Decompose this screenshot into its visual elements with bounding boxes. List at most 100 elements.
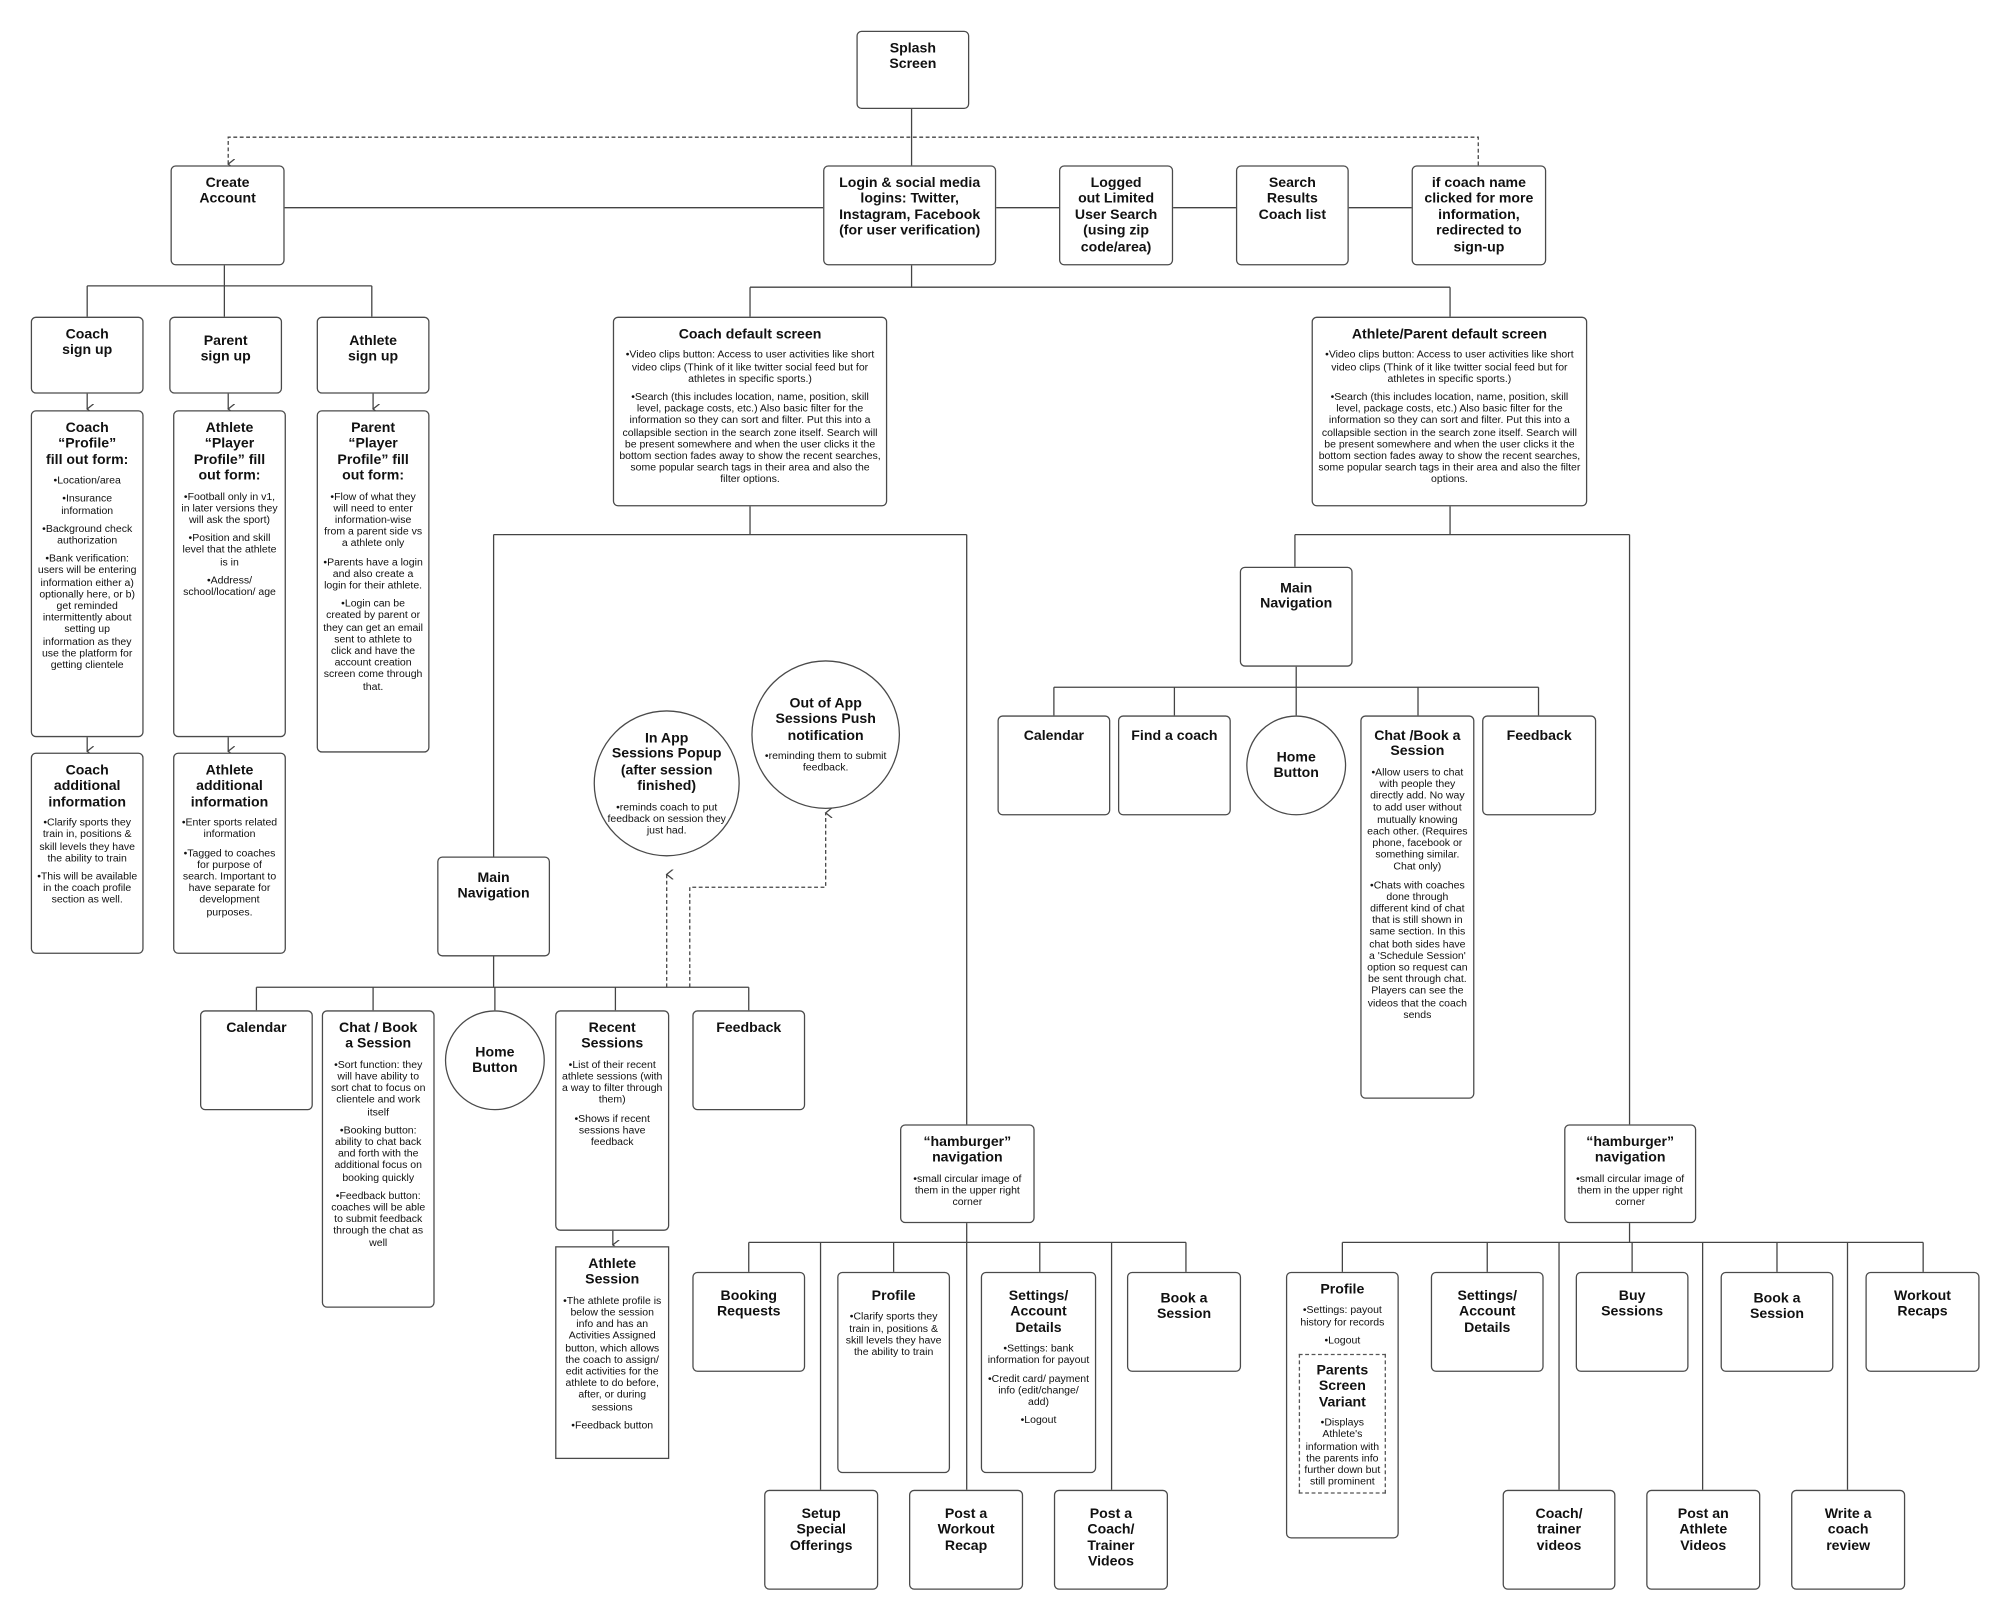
bullet-text: This will be available in the coach prof… xyxy=(37,871,137,906)
bullet-list: small circular image of them in the uppe… xyxy=(906,1173,1028,1208)
node-title: Write a coach review xyxy=(1824,1506,1872,1554)
coach-additional-info-node: Coach additional informationClarify spor… xyxy=(30,752,144,954)
node-title: Main Navigation xyxy=(1260,580,1333,613)
node-title: Calendar xyxy=(226,1020,287,1036)
bullet-text: reminding them to submit feedback. xyxy=(760,750,891,774)
node-title: Home Button xyxy=(472,1044,518,1076)
node-title: Calendar xyxy=(1023,728,1085,744)
ap-hamburger-navigation-node: “hamburger” navigationsmall circular ima… xyxy=(1564,1124,1697,1224)
athlete-profile-form-node: Athlete “Player Profile” fill out form: F… xyxy=(173,410,286,738)
node-title: Setup Special Offerings xyxy=(789,1506,853,1554)
ap-settings-node: Settings/ Account Details xyxy=(1430,1271,1544,1372)
node-title: Buy Sessions xyxy=(1601,1288,1664,1320)
node-title: Post a Workout Recap xyxy=(937,1506,995,1554)
bullet-list: Football only in v1, in later versions t… xyxy=(179,491,279,598)
bullet-list: Video clips button: Access to user activ… xyxy=(619,349,881,485)
bullet-list: Clarify sports they train in, positions … xyxy=(37,817,137,906)
bullet-list: Displays Athlete's information with the … xyxy=(1303,1417,1382,1488)
search-results-node: Search Results Coach list xyxy=(1235,165,1349,266)
bullet-text: Football only in v1, in later versions t… xyxy=(179,491,279,526)
node-title: “hamburger” navigation xyxy=(1586,1134,1675,1166)
node-title: Coach sign up xyxy=(62,326,113,359)
parent-profile-form-node: Parent “Player Profile” fill out form: Fl… xyxy=(316,410,430,753)
login-node: Login & social media logins: Twitter, In… xyxy=(823,165,997,266)
node-title: Settings/ Account Details xyxy=(1457,1288,1518,1336)
node-title: Feedback xyxy=(1506,728,1572,744)
athlete-session-node: Athlete SessionThe athlete profile is be… xyxy=(555,1246,670,1460)
node-title: In App Sessions Popup (after session fin… xyxy=(611,730,722,794)
bullet-text: Parents have a login and also create a l… xyxy=(323,556,423,591)
write-coach-review-node: Write a coach review xyxy=(1791,1489,1906,1590)
bullet-list: Clarify sports they train in, positions … xyxy=(844,1311,944,1358)
coach-profile-form-node: Coach “Profile” fill out form:Location/a… xyxy=(30,410,144,738)
ap-home-button-node: Home Button xyxy=(1246,715,1347,816)
node-title: Login & social media logins: Twitter, In… xyxy=(839,175,981,239)
bullet-list: Enter sports related informationTagged t… xyxy=(179,817,279,918)
node-title: Coach additional information xyxy=(48,762,126,811)
node-title: Find a coach xyxy=(1131,728,1218,744)
bullet-text: Enter sports related information xyxy=(179,817,279,841)
logged-out-search-node: Logged out Limited User Search (using zi… xyxy=(1059,165,1174,266)
create-account-node: Create Account xyxy=(170,165,285,266)
bullet-text: Tagged to coaches for purpose of search.… xyxy=(179,847,279,918)
bullet-text: Search (this includes location, name, po… xyxy=(1318,391,1581,485)
coach-recent-sessions-node: Recent SessionsList of their recent athl… xyxy=(555,1010,670,1231)
node-title: Athlete Session xyxy=(585,1256,640,1288)
node-title: Main Navigation xyxy=(457,870,530,902)
node-title: Feedback xyxy=(716,1020,782,1036)
node-title: Coach default screen xyxy=(678,326,822,343)
bullet-text: Background check authorization xyxy=(37,523,137,547)
bullet-text: Position and skill level that the athlet… xyxy=(179,532,279,567)
bullet-text: Sort function: they will have ability to… xyxy=(328,1059,428,1118)
ap-book-session-node: Book a Session xyxy=(1720,1271,1834,1372)
bullet-text: Flow of what they will need to enter inf… xyxy=(323,491,423,550)
node-title: Post a Coach/ Trainer Videos xyxy=(1087,1506,1135,1570)
node-title: Athlete “Player Profile” fill out form: xyxy=(193,420,266,484)
athlete-additional-info-node: Athlete additional informationEnter spor… xyxy=(173,752,286,954)
bullet-list: Video clips button: Access to user activ… xyxy=(1318,349,1581,485)
node-title: Chat / Book a Session xyxy=(339,1020,418,1052)
bullet-text: Allow users to chat with people they dir… xyxy=(1367,766,1468,872)
ap-chat-book-node: Chat /Book a SessionAllow users to chat … xyxy=(1360,715,1475,1099)
bullet-text: Feedback button: coaches will be able to… xyxy=(328,1190,428,1249)
node-title: Coach/ trainer videos xyxy=(1535,1506,1583,1554)
bullet-list: Settings: bank information for payoutCre… xyxy=(987,1343,1090,1427)
node-title: Parent “Player Profile” fill out form: xyxy=(337,420,409,484)
node-title: “hamburger” navigation xyxy=(923,1134,1012,1166)
booking-requests-node: Booking Requests xyxy=(692,1271,806,1372)
node-title: Booking Requests xyxy=(716,1288,781,1320)
post-coach-videos-node: Post a Coach/ Trainer Videos xyxy=(1053,1489,1168,1590)
bullet-text: Insurance information xyxy=(37,493,137,517)
bullet-list: Settings: payout history for recordsLogo… xyxy=(1292,1304,1392,1346)
bullet-text: Settings: bank information for payout xyxy=(987,1343,1090,1367)
find-coach-node: Find a coach xyxy=(1117,715,1231,816)
bullet-text: The athlete profile is below the session… xyxy=(562,1295,663,1413)
node-title: Parent sign up xyxy=(200,333,251,365)
node-title: Search Results Coach list xyxy=(1258,175,1327,223)
node-title: Recent Sessions xyxy=(581,1020,644,1052)
bullet-list: reminding them to submit feedback. xyxy=(760,743,891,773)
node-title: Create Account xyxy=(199,175,256,207)
in-app-popup-node: In App Sessions Popup (after session fin… xyxy=(593,710,740,857)
coach-profile-node: ProfileClarify sports they train in, pos… xyxy=(837,1271,951,1474)
bullet-list: Sort function: they will have ability to… xyxy=(328,1059,428,1249)
coach-default-screen-node: Coach default screenVideo clips button: … xyxy=(612,316,888,507)
bullet-list: Flow of what they will need to enter inf… xyxy=(323,491,423,693)
bullet-text: Video clips button: Access to user activ… xyxy=(1318,349,1581,384)
post-athlete-videos-node: Post an Athlete Videos xyxy=(1646,1489,1761,1590)
bullet-text: List of their recent athlete sessions (w… xyxy=(562,1059,663,1106)
bullet-text: small circular image of them in the uppe… xyxy=(906,1173,1028,1208)
bullet-text: Logout xyxy=(1292,1334,1392,1346)
node-title: Splash Screen xyxy=(889,41,937,73)
bullet-text: Settings: payout history for records xyxy=(1292,1304,1392,1328)
node-title: Book a Session xyxy=(1749,1291,1805,1323)
node-title: Coach “Profile” fill out form: xyxy=(46,420,129,468)
node-title: Home Button xyxy=(1273,749,1319,781)
coach-book-session-node: Book a Session xyxy=(1126,1271,1242,1372)
bullet-text: Bank verification: users will be enterin… xyxy=(37,553,137,671)
workout-recaps-node: Workout Recaps xyxy=(1865,1271,1980,1372)
coach-name-redirect-node: if coach name clicked for more informati… xyxy=(1411,165,1547,266)
bullet-text: Clarify sports they train in, positions … xyxy=(844,1311,944,1358)
